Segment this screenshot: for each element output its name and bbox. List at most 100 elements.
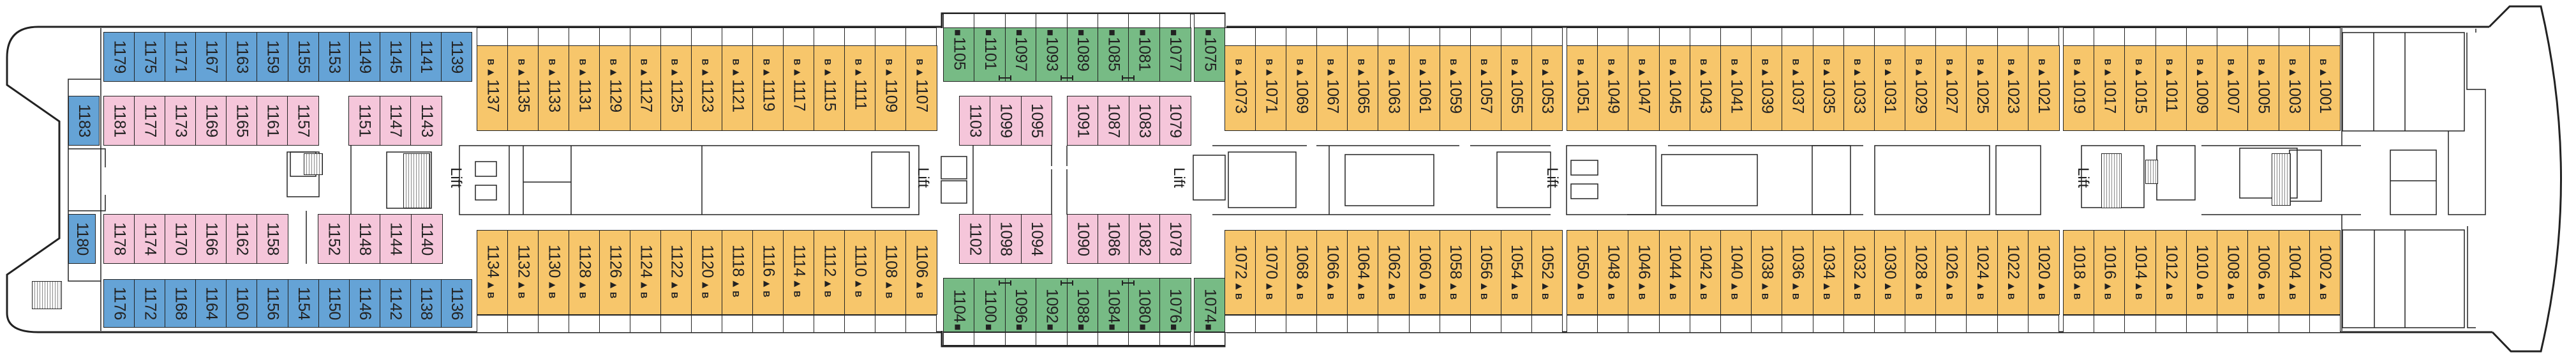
cabin-1165[interactable]: 1165 bbox=[226, 96, 258, 146]
cabin-1172[interactable]: 1172 bbox=[134, 279, 166, 328]
cabin-1052[interactable]: 1052▲B bbox=[1531, 230, 1563, 315]
cabin-1143[interactable]: 1143 bbox=[410, 96, 443, 146]
cabin-1122[interactable]: 1122▲B bbox=[660, 230, 692, 315]
cabin-1095[interactable]: 1095 bbox=[1020, 96, 1053, 146]
cabin-1102[interactable]: 1102 bbox=[959, 214, 991, 264]
cabin-1114[interactable]: 1114▲B bbox=[783, 230, 815, 315]
cabin-1025[interactable]: B▲1025 bbox=[1966, 45, 1999, 131]
cabin-1029[interactable]: B▲1029 bbox=[1905, 45, 1937, 131]
cabin-1137[interactable]: B▲1137 bbox=[477, 45, 509, 131]
cabin-1121[interactable]: B▲1121 bbox=[722, 45, 754, 131]
cabin-1030[interactable]: 1030▲B bbox=[1873, 230, 1906, 315]
cabin-1062[interactable]: 1062▲B bbox=[1378, 230, 1410, 315]
cabin-1154[interactable]: 1154 bbox=[287, 279, 320, 328]
cabin-1149[interactable]: 1149 bbox=[348, 32, 381, 82]
cabin-1148[interactable]: 1148 bbox=[348, 214, 381, 264]
cabin-1158[interactable]: 1158 bbox=[257, 214, 288, 264]
cabin-1017[interactable]: B▲1017 bbox=[2094, 45, 2126, 131]
cabin-1131[interactable]: B▲1131 bbox=[569, 45, 600, 131]
cabin-1069[interactable]: B▲1069 bbox=[1286, 45, 1318, 131]
cabin-1145[interactable]: 1145 bbox=[379, 32, 412, 82]
cabin-1007[interactable]: B▲1007 bbox=[2217, 45, 2249, 131]
cabin-1116[interactable]: 1116▲B bbox=[752, 230, 784, 315]
cabin-1099[interactable]: 1099 bbox=[990, 96, 1022, 146]
cabin-1046[interactable]: 1046▲B bbox=[1628, 230, 1660, 315]
cabin-1115[interactable]: B▲1115 bbox=[814, 45, 845, 131]
cabin-1032[interactable]: 1032▲B bbox=[1843, 230, 1875, 315]
cabin-1037[interactable]: B▲1037 bbox=[1782, 45, 1813, 131]
cabin-1111[interactable]: B▲1111 bbox=[844, 45, 876, 131]
cabin-1093[interactable]: ■1093 bbox=[1036, 27, 1068, 82]
cabin-1169[interactable]: 1169 bbox=[195, 96, 227, 146]
cabin-1034[interactable]: 1034▲B bbox=[1812, 230, 1845, 315]
cabin-1048[interactable]: 1048▲B bbox=[1597, 230, 1629, 315]
cabin-1009[interactable]: B▲1009 bbox=[2185, 45, 2218, 131]
cabin-1177[interactable]: 1177 bbox=[134, 96, 166, 146]
cabin-1002[interactable]: 1002▲B bbox=[2309, 230, 2341, 315]
cabin-1175[interactable]: 1175 bbox=[134, 32, 166, 82]
cabin-1031[interactable]: B▲1031 bbox=[1873, 45, 1906, 131]
cabin-1138[interactable]: 1138 bbox=[410, 279, 442, 328]
cabin-1001[interactable]: B▲1001 bbox=[2309, 45, 2341, 131]
cabin-1055[interactable]: B▲1055 bbox=[1500, 45, 1533, 131]
cabin-1159[interactable]: 1159 bbox=[257, 32, 288, 82]
cabin-1038[interactable]: 1038▲B bbox=[1751, 230, 1783, 315]
cabin-1180[interactable]: 1180 bbox=[68, 214, 96, 264]
cabin-1073[interactable]: B▲1073 bbox=[1225, 45, 1256, 131]
cabin-1106[interactable]: 1106▲B bbox=[905, 230, 937, 315]
cabin-1130[interactable]: 1130▲B bbox=[538, 230, 570, 315]
cabin-1059[interactable]: B▲1059 bbox=[1439, 45, 1471, 131]
cabin-1045[interactable]: B▲1045 bbox=[1658, 45, 1691, 131]
cabin-1089[interactable]: ■1089 bbox=[1066, 27, 1099, 82]
cabin-1040[interactable]: 1040▲B bbox=[1720, 230, 1752, 315]
cabin-1088[interactable]: 1088■ bbox=[1066, 278, 1099, 332]
cabin-1129[interactable]: B▲1129 bbox=[599, 45, 631, 131]
cabin-1010[interactable]: 1010▲B bbox=[2185, 230, 2218, 315]
cabin-1098[interactable]: 1098 bbox=[990, 214, 1022, 264]
cabin-1134[interactable]: 1134▲B bbox=[477, 230, 509, 315]
cabin-1176[interactable]: 1176 bbox=[103, 279, 135, 328]
cabin-1044[interactable]: 1044▲B bbox=[1658, 230, 1691, 315]
cabin-1018[interactable]: 1018▲B bbox=[2063, 230, 2095, 315]
cabin-1074[interactable]: 1074■ bbox=[1194, 278, 1226, 332]
cabin-1039[interactable]: B▲1039 bbox=[1751, 45, 1783, 131]
cabin-1077[interactable]: ■1077 bbox=[1159, 27, 1191, 82]
cabin-1112[interactable]: 1112▲B bbox=[814, 230, 845, 315]
cabin-1132[interactable]: 1132▲B bbox=[507, 230, 539, 315]
cabin-1084[interactable]: 1084■ bbox=[1097, 278, 1129, 332]
cabin-1162[interactable]: 1162 bbox=[226, 214, 258, 264]
cabin-1097[interactable]: ■1097 bbox=[1004, 27, 1037, 82]
cabin-1105[interactable]: ■1105 bbox=[943, 27, 975, 82]
cabin-1086[interactable]: 1086 bbox=[1098, 214, 1129, 264]
cabin-1072[interactable]: 1072▲B bbox=[1225, 230, 1256, 315]
cabin-1087[interactable]: 1087 bbox=[1098, 96, 1129, 146]
cabin-1179[interactable]: 1179 bbox=[103, 32, 135, 82]
cabin-1183[interactable]: 1183 bbox=[68, 96, 100, 146]
cabin-1142[interactable]: 1142 bbox=[379, 279, 412, 328]
cabin-1051[interactable]: B▲1051 bbox=[1567, 45, 1598, 131]
cabin-1139[interactable]: 1139 bbox=[440, 32, 473, 82]
cabin-1024[interactable]: 1024▲B bbox=[1966, 230, 1999, 315]
cabin-1020[interactable]: 1020▲B bbox=[2027, 230, 2060, 315]
cabin-1041[interactable]: B▲1041 bbox=[1720, 45, 1752, 131]
cabin-1060[interactable]: 1060▲B bbox=[1408, 230, 1441, 315]
cabin-1133[interactable]: B▲1133 bbox=[538, 45, 570, 131]
cabin-1152[interactable]: 1152 bbox=[318, 214, 350, 264]
cabin-1157[interactable]: 1157 bbox=[287, 96, 319, 146]
cabin-1027[interactable]: B▲1027 bbox=[1935, 45, 1967, 131]
cabin-1078[interactable]: 1078 bbox=[1159, 214, 1191, 264]
cabin-1047[interactable]: B▲1047 bbox=[1628, 45, 1660, 131]
cabin-1173[interactable]: 1173 bbox=[165, 96, 197, 146]
cabin-1012[interactable]: 1012▲B bbox=[2155, 230, 2187, 315]
cabin-1118[interactable]: 1118▲B bbox=[722, 230, 754, 315]
cabin-1056[interactable]: 1056▲B bbox=[1470, 230, 1502, 315]
cabin-1054[interactable]: 1054▲B bbox=[1500, 230, 1533, 315]
cabin-1064[interactable]: 1064▲B bbox=[1347, 230, 1379, 315]
cabin-1050[interactable]: 1050▲B bbox=[1567, 230, 1598, 315]
cabin-1070[interactable]: 1070▲B bbox=[1255, 230, 1287, 315]
cabin-1104[interactable]: 1104■ bbox=[943, 278, 975, 332]
cabin-1155[interactable]: 1155 bbox=[287, 32, 320, 82]
cabin-1021[interactable]: B▲1021 bbox=[2027, 45, 2060, 131]
cabin-1019[interactable]: B▲1019 bbox=[2063, 45, 2095, 131]
cabin-1022[interactable]: 1022▲B bbox=[1997, 230, 2029, 315]
